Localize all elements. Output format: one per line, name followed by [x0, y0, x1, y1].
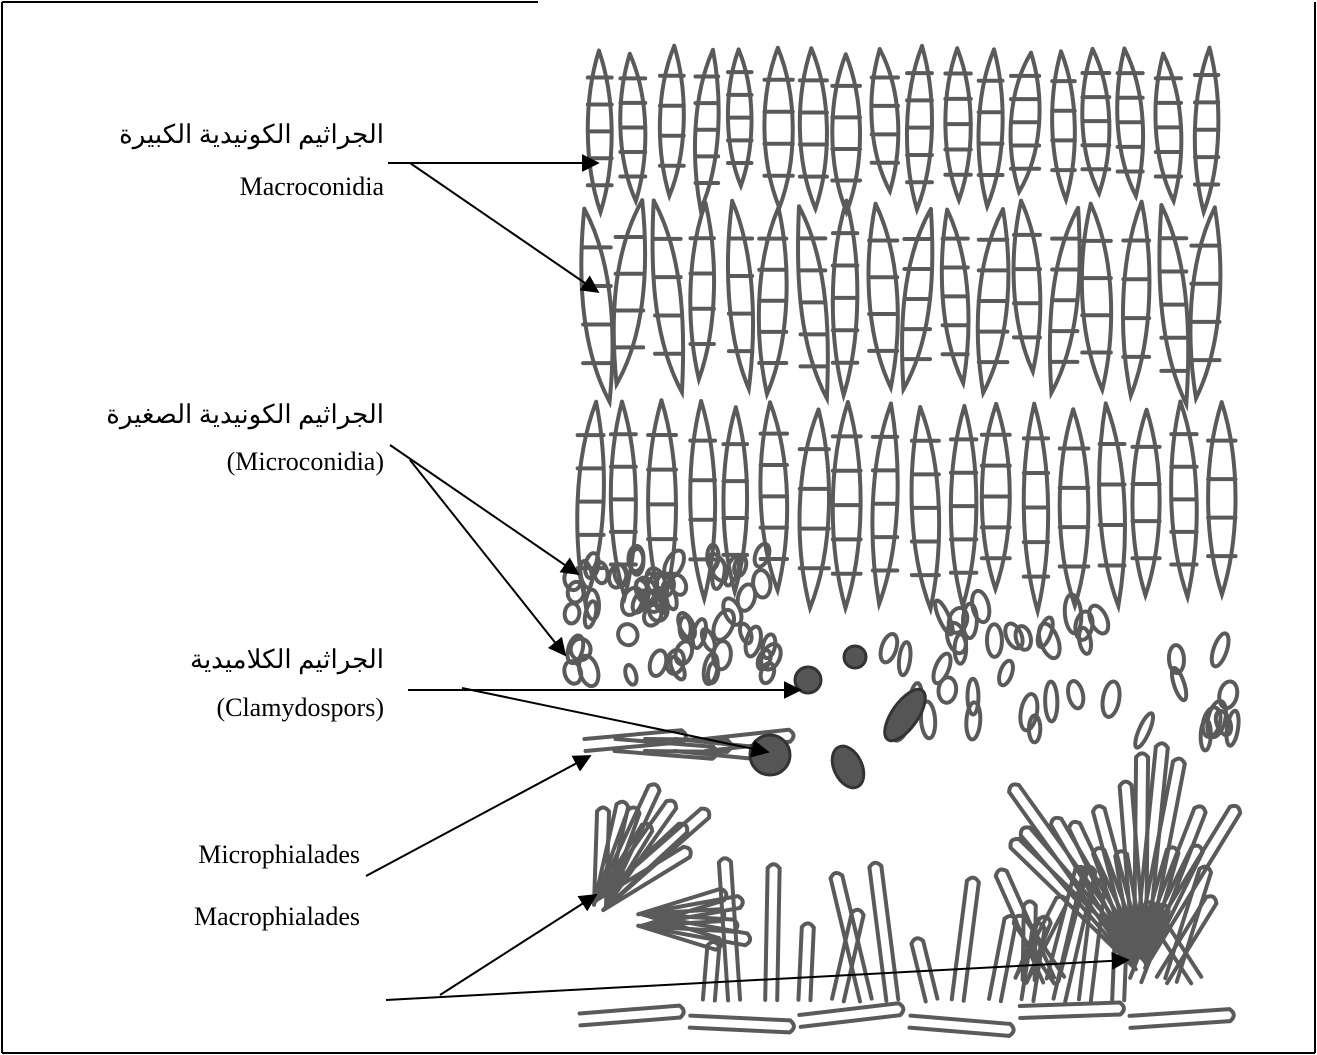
label-macroconidia-en: Macroconidia — [240, 172, 384, 202]
chlamydospores-drawing — [750, 646, 933, 793]
label-microphialades: Microphialades — [198, 840, 360, 870]
pointer-microconidia-2 — [410, 460, 565, 655]
pointer-macrophialades-2 — [386, 960, 1128, 1000]
pointer-macroconidia-2 — [410, 163, 598, 292]
pointer-macrophialades-1 — [440, 895, 596, 995]
label-chlamydospores-ar: الجراثيم الكلاميدية — [190, 645, 384, 675]
label-macroconidia-ar: الجراثيم الكونيدية الكبيرة — [119, 120, 384, 150]
label-macrophialades: Macrophialades — [194, 902, 360, 932]
pointer-chlamydospores-2 — [462, 688, 768, 752]
pointer-microphialades — [366, 756, 590, 876]
label-microconidia-ar: الجراثيم الكونيدية الصغيرة — [106, 400, 384, 430]
fusarium-illustration — [562, 46, 1241, 1036]
label-chlamydospores-en: (Clamydospors) — [216, 693, 384, 723]
label-microconidia-en: (Microconidia) — [227, 447, 384, 477]
